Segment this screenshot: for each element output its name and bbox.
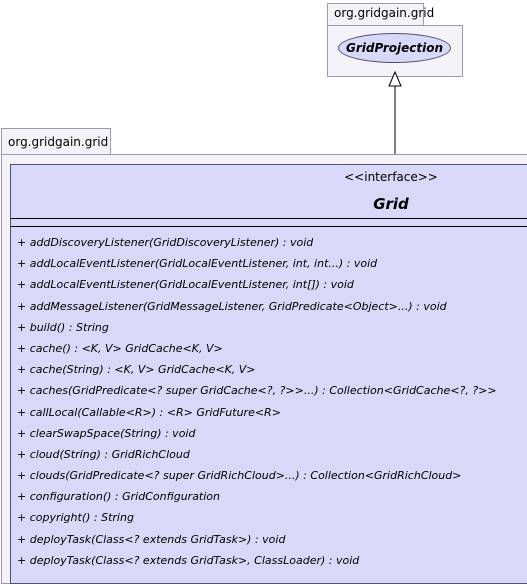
grid-class[interactable]: <<interface>> Grid + addDiscoveryListene…	[10, 164, 527, 584]
operation[interactable]: + copyright() : String	[17, 511, 134, 525]
operation[interactable]: + build() : String	[17, 320, 109, 334]
operation[interactable]: + callLocal(Callable<R>) : <R> GridFutur…	[17, 405, 281, 419]
operation[interactable]: + addMessageListener(GridMessageListener…	[17, 299, 447, 313]
package-name: org.gridgain.grid	[8, 135, 109, 149]
class-stereotype: <<interface>>	[344, 170, 438, 184]
operations-list: + addDiscoveryListener(GridDiscoveryList…	[17, 232, 497, 571]
attributes-separator-bottom	[11, 226, 527, 227]
grid-projection-name: GridProjection	[345, 41, 444, 55]
operation[interactable]: + cache() : <K, V> GridCache<K, V>	[17, 341, 223, 355]
operation[interactable]: + clearSwapSpace(String) : void	[17, 426, 196, 440]
parent-package-name: org.gridgain.grid	[334, 6, 435, 20]
grid-projection-class[interactable]: GridProjection	[338, 33, 451, 63]
operation[interactable]: + deployTask(Class<? extends GridTask>) …	[17, 532, 286, 546]
operation[interactable]: + configuration() : GridConfiguration	[17, 490, 221, 504]
attributes-separator-top	[11, 218, 527, 219]
operation[interactable]: + addLocalEventListener(GridLocalEventLi…	[17, 257, 378, 271]
class-name: Grid	[373, 195, 409, 213]
operation[interactable]: + addLocalEventListener(GridLocalEventLi…	[17, 278, 354, 292]
operation[interactable]: + cloud(String) : GridRichCloud	[17, 447, 190, 461]
operation[interactable]: + caches(GridPredicate<? super GridCache…	[17, 384, 497, 398]
parent-package: GridProjection	[327, 25, 463, 77]
operation[interactable]: + clouds(GridPredicate<? super GridRichC…	[17, 469, 462, 483]
operation[interactable]: + cache(String) : <K, V> GridCache<K, V>	[17, 363, 256, 377]
package-tab: org.gridgain.grid	[1, 128, 111, 154]
operation[interactable]: + addDiscoveryListener(GridDiscoveryList…	[17, 236, 314, 249]
parent-package-tab: org.gridgain.grid	[327, 3, 434, 25]
operation[interactable]: + deployTask(Class<? extends GridTask>, …	[17, 553, 360, 567]
